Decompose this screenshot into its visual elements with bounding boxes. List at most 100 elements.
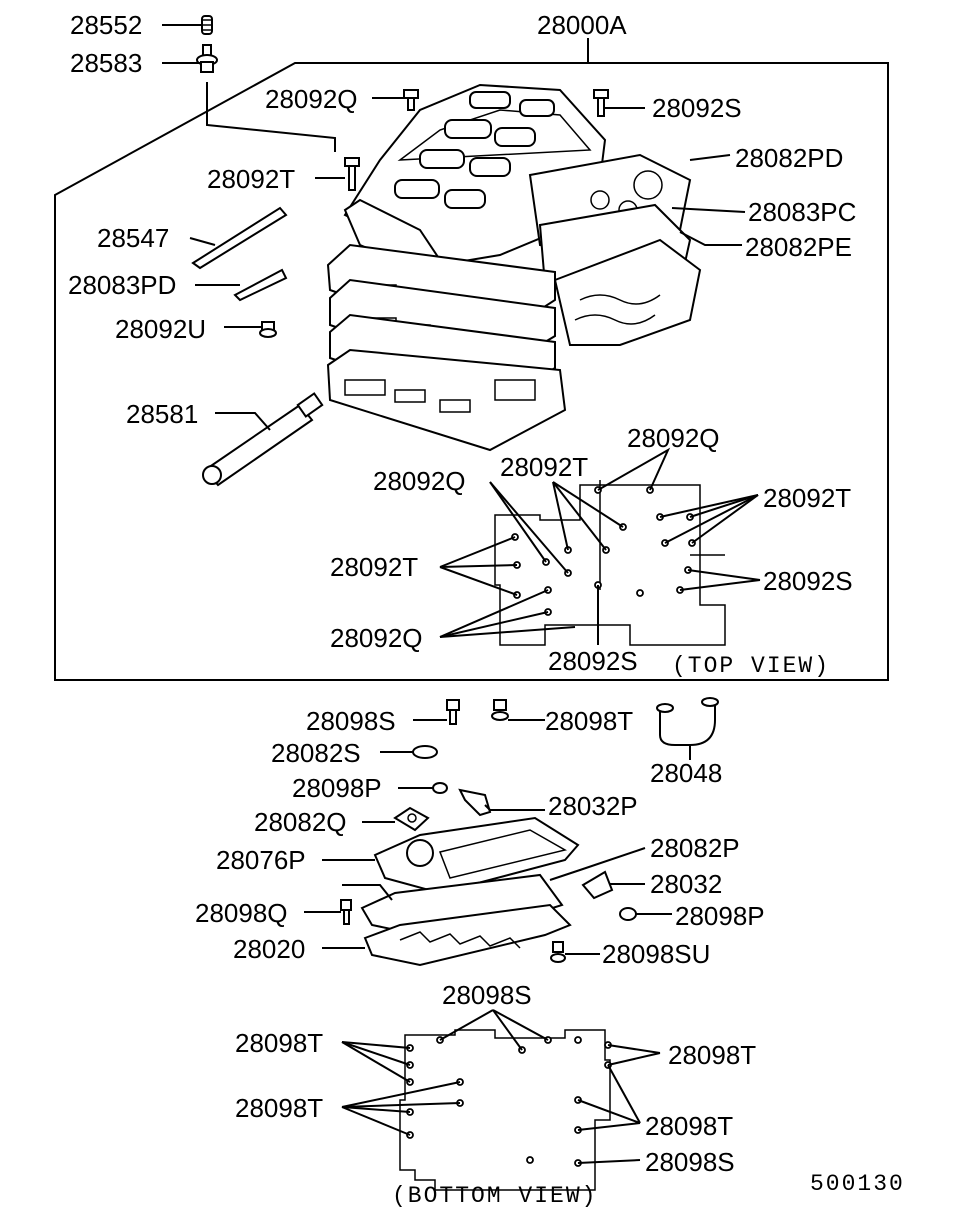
label-bv-28098T-right1: 28098T	[668, 1040, 756, 1070]
leader-28082P-left	[342, 884, 393, 901]
leader-bv-tr1-1	[607, 1044, 661, 1054]
part-28583-plug	[196, 44, 218, 73]
leader-bv-tr1-2	[607, 1052, 661, 1066]
leader-tv-sr-2	[679, 579, 761, 591]
leader-bv-tl2-2	[341, 1106, 411, 1113]
leader-tv-tl-2	[439, 564, 518, 568]
leader-28547	[189, 237, 216, 246]
label-28092S: 28092S	[652, 93, 742, 123]
bottom-view-outline	[399, 1029, 611, 1191]
label-28092Q: 28092Q	[265, 84, 358, 114]
leader-tv-qb-1	[439, 589, 549, 638]
label-bottom-view: (BOTTOM VIEW)	[392, 1183, 597, 1209]
label-28076P: 28076P	[216, 845, 306, 875]
part-28098P-magnet	[432, 782, 448, 794]
valve-body-lower-right	[553, 238, 702, 346]
leader-28032P	[484, 804, 545, 811]
label-28581: 28581	[126, 399, 198, 429]
bolt-28092S	[593, 89, 609, 117]
label-bv-28098S-top: 28098S	[442, 980, 532, 1010]
leader-tv-tl-1	[439, 536, 516, 568]
label-28082Q: 28082Q	[254, 807, 347, 837]
label-28092U: 28092U	[115, 314, 206, 344]
part-28547	[191, 206, 288, 270]
bolt-28098SU	[550, 941, 566, 963]
label-28020: 28020	[233, 934, 305, 964]
part-28082Q-seal	[393, 806, 430, 832]
leader-bv-tr2-1	[577, 1099, 641, 1124]
bolt-28092Q	[403, 89, 419, 111]
diagram-code: 500130	[810, 1171, 905, 1197]
leader-28083PC	[671, 207, 746, 213]
leader-28082P	[549, 847, 646, 881]
leader-bv-s-2	[492, 1009, 523, 1051]
part-28092U	[259, 321, 277, 338]
label-28098S: 28098S	[306, 706, 396, 736]
label-28098P: 28098P	[292, 773, 382, 803]
label-tv-28092T-right: 28092T	[763, 483, 851, 513]
leader-tv-qb-3	[439, 626, 576, 638]
valve-body-bottom	[326, 348, 567, 452]
bolt-28098T	[491, 699, 509, 721]
label-28083PD: 28083PD	[68, 270, 176, 300]
leader-bv-tl2-1	[341, 1081, 461, 1108]
part-28048-tube	[656, 697, 719, 746]
label-28000A: 28000A	[537, 10, 627, 40]
leader-tv-tr-3	[664, 494, 759, 544]
label-tv-28092T-top: 28092T	[500, 452, 588, 482]
label-bv-28098T-left1: 28098T	[235, 1028, 323, 1058]
leader-tv-q-1	[489, 481, 547, 563]
leader-tv-t-1	[552, 481, 569, 551]
assembly-frame	[54, 62, 889, 681]
leader-bv-tl2-3	[341, 1106, 411, 1136]
label-tv-28092S-bottom: 28092S	[548, 646, 638, 676]
label-28583: 28583	[70, 48, 142, 78]
part-28032P-bracket	[458, 788, 492, 817]
part-28076P-strainer	[373, 816, 580, 895]
label-28032: 28032	[650, 869, 722, 899]
leader-bv-tl2-4	[341, 1102, 461, 1108]
label-28547: 28547	[97, 223, 169, 253]
label-28082PD: 28082PD	[735, 143, 843, 173]
label-tv-28092Q-left: 28092Q	[373, 466, 466, 496]
leader-bv-tl1-1	[341, 1041, 411, 1049]
part-28020-oil-pan	[363, 903, 572, 967]
label-tv-28092Q-top: 28092Q	[627, 423, 720, 453]
leader-tv-tr-1	[659, 494, 759, 518]
label-tv-28092S-right: 28092S	[763, 566, 853, 596]
label-28048: 28048	[650, 758, 722, 788]
leader-28583-to-body	[206, 82, 336, 152]
leader-bv-tr2-3	[607, 1064, 641, 1124]
valve-body-upper	[343, 83, 607, 272]
label-bv-28098T-left2: 28098T	[235, 1093, 323, 1123]
leader-bv-tl1-3	[341, 1041, 411, 1083]
label-28098Q: 28098Q	[195, 898, 288, 928]
leader-bv-s-3	[492, 1009, 549, 1041]
part-28552-spring	[201, 15, 213, 35]
label-28082PE: 28082PE	[745, 232, 852, 262]
label-bv-28098S-bottom: 28098S	[645, 1147, 735, 1177]
bolt-28098Q	[340, 899, 352, 925]
label-28092T: 28092T	[207, 164, 295, 194]
part-28082S-washer	[412, 745, 438, 759]
top-view-outline	[494, 480, 726, 646]
part-28032-bracket	[581, 870, 614, 900]
leader-tv-tl-3	[439, 566, 518, 596]
leader-bv-s-1	[439, 1009, 494, 1041]
leader-tv-q-2	[489, 481, 569, 574]
bolt-28098S	[446, 699, 460, 725]
part-28083PD	[233, 268, 288, 302]
label-28098SU: 28098SU	[602, 939, 710, 969]
part-28581-solenoid	[202, 392, 324, 487]
leader-bv-tr2-2	[577, 1122, 641, 1131]
leader-28082PE	[679, 231, 742, 246]
leader-tv-t-3	[552, 481, 607, 551]
leader-bv-sb	[577, 1159, 641, 1164]
label-28032P: 28032P	[548, 791, 638, 821]
label-28082P: 28082P	[650, 833, 740, 863]
label-28083PC: 28083PC	[748, 197, 856, 227]
leader-bv-tl1-2	[341, 1041, 411, 1066]
leader-tv-tr-4	[691, 494, 759, 544]
